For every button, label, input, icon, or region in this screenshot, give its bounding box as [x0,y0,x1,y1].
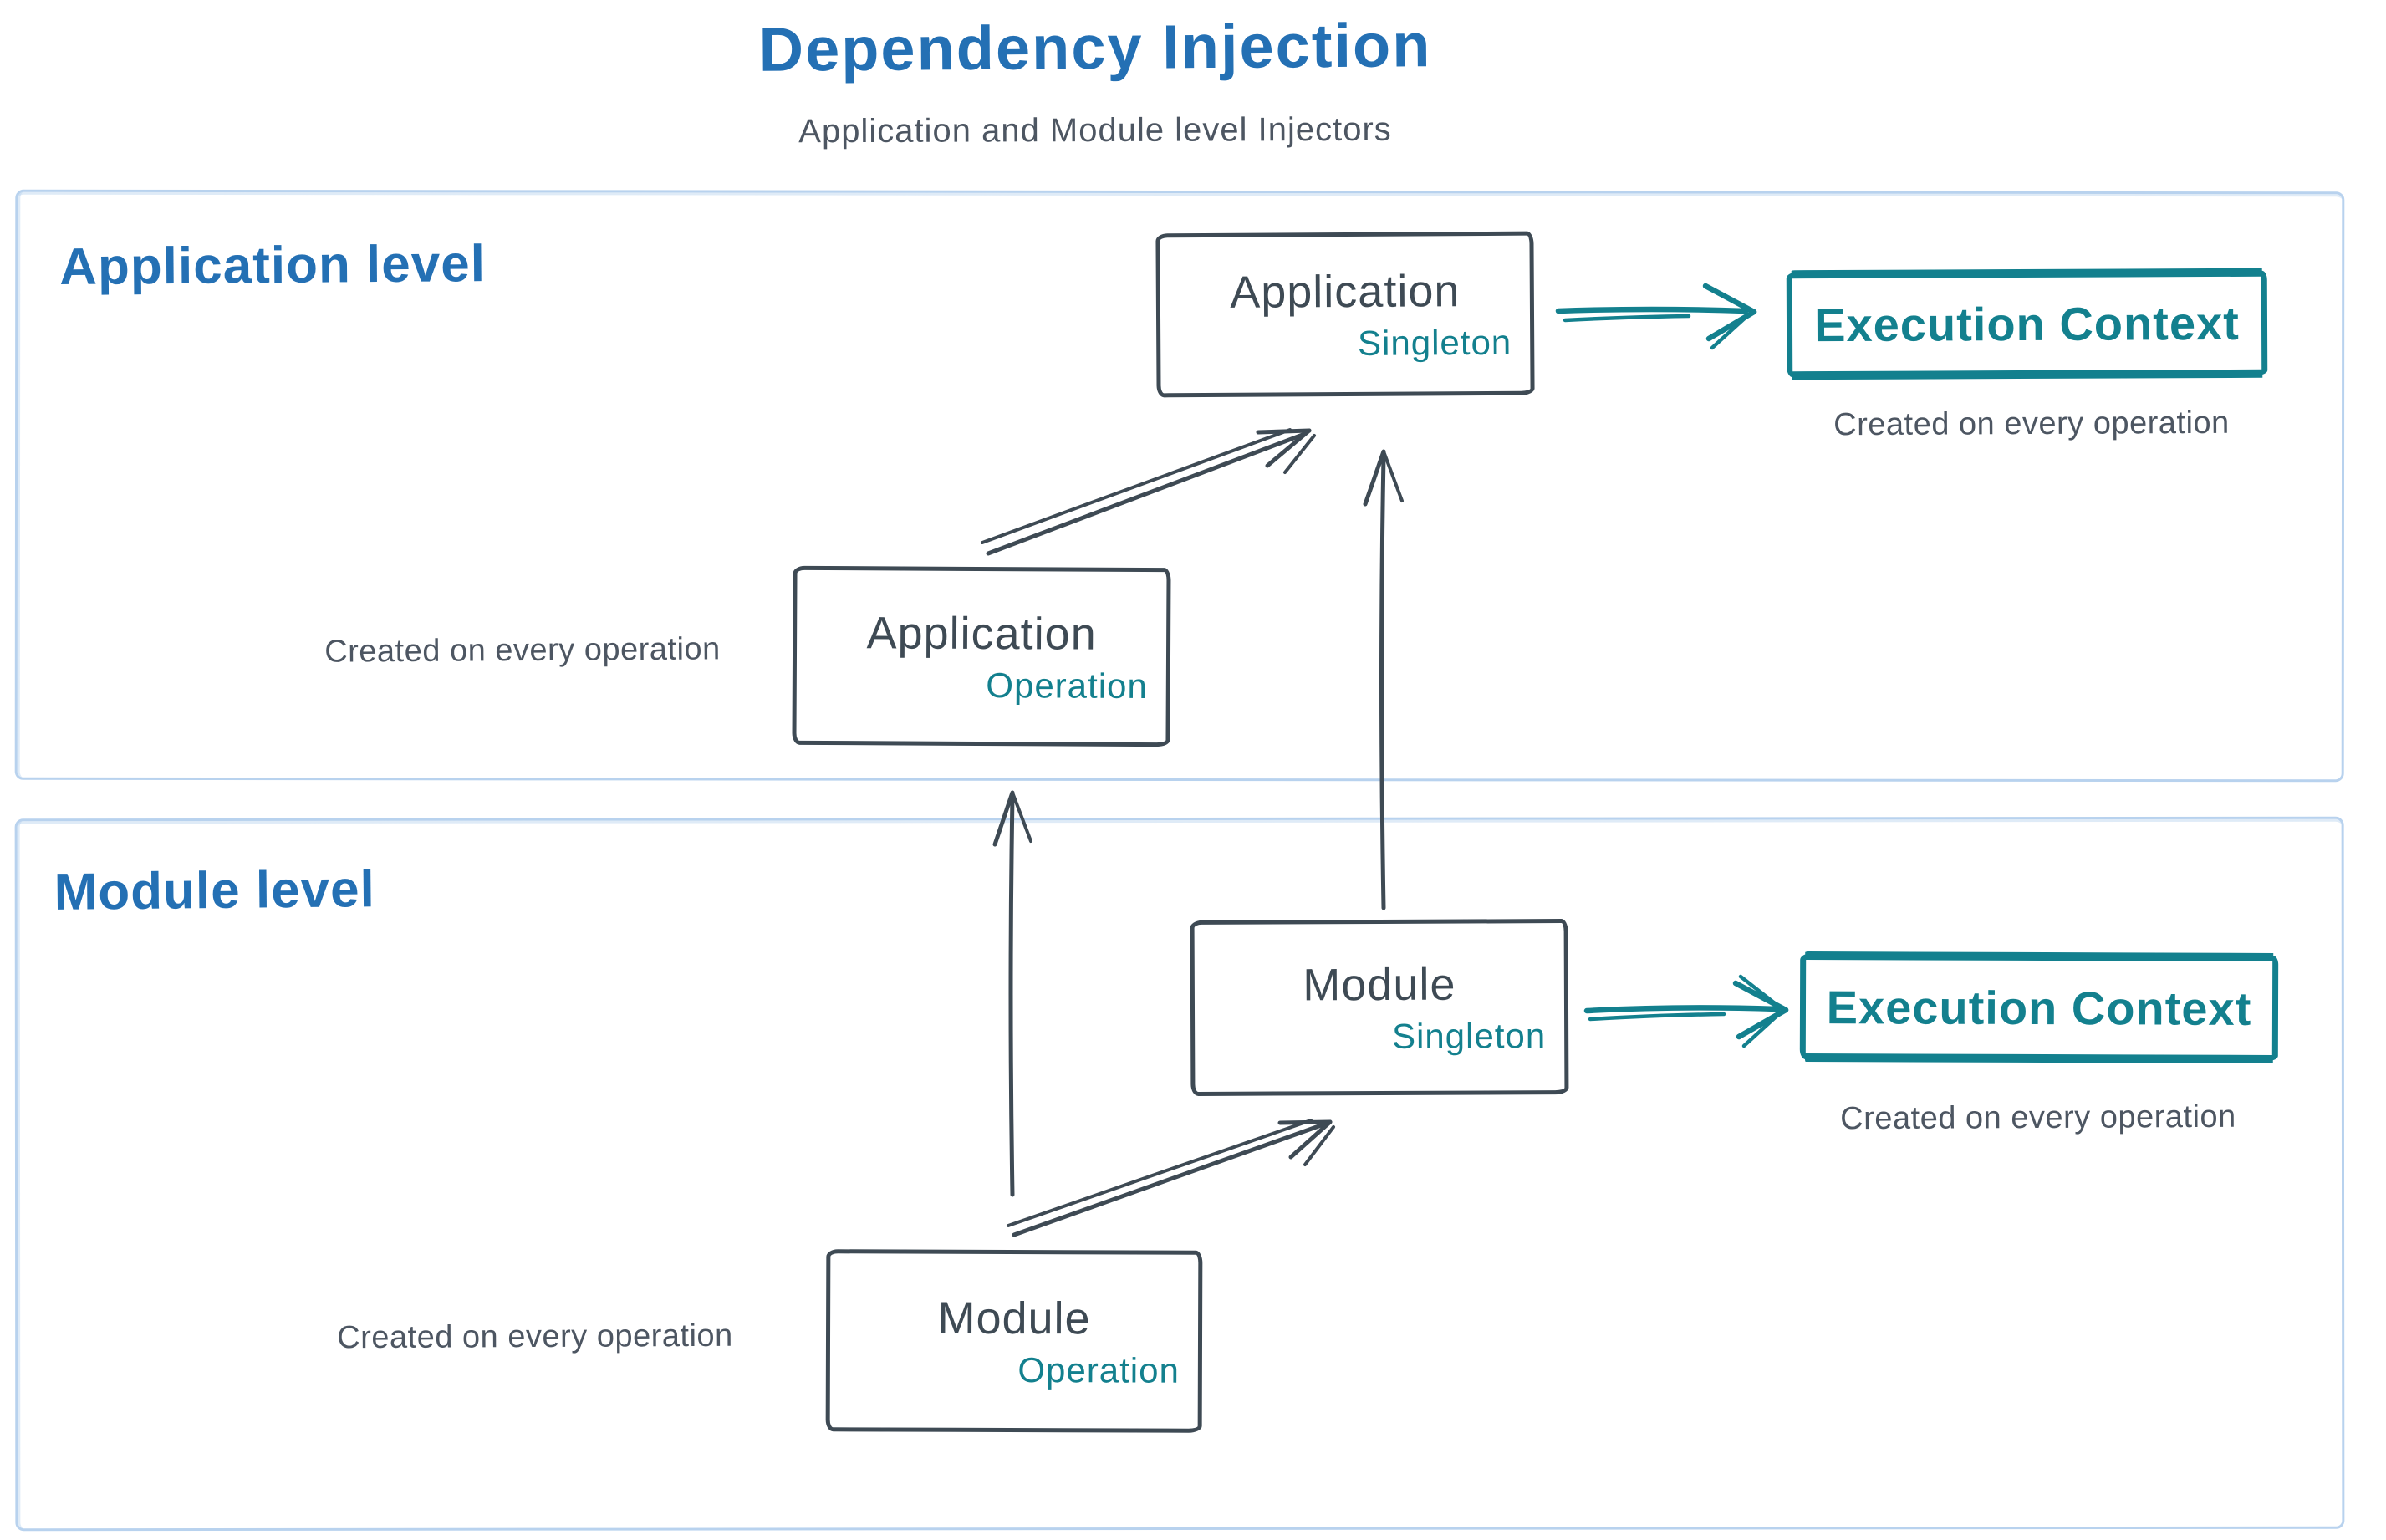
node-title: Application [1230,266,1461,319]
app-operation-caption: Created on every operation [324,631,721,670]
node-title: Module [1303,959,1456,1011]
application-level-label: Application level [59,235,487,297]
module-level-label: Module level [54,860,376,921]
page-subtitle: Application and Module level Injectors [798,110,1392,150]
module-execution-context-caption: Created on every operation [1840,1099,2236,1137]
page-title: Dependency Injection [758,10,1432,84]
node-scope-badge: Operation [986,665,1148,706]
module-execution-context-node: Execution Context [1799,954,2279,1061]
application-operation-node: Application Operation [792,565,1171,747]
application-execution-context-node: Execution Context [1786,270,2268,378]
node-title: Application [866,608,1097,660]
app-execution-context-caption: Created on every operation [1833,405,2230,443]
module-operation-caption: Created on every operation [337,1318,733,1356]
application-singleton-node: Application Singleton [1155,231,1535,398]
module-operation-node: Module Operation [825,1249,1203,1433]
node-scope-badge: Singleton [1391,1015,1547,1056]
node-scope-badge: Operation [1017,1349,1180,1390]
node-title: Execution Context [1814,296,2240,352]
module-singleton-node: Module Singleton [1190,919,1569,1096]
node-title: Module [937,1293,1091,1344]
node-scope-badge: Singleton [1357,322,1512,363]
node-title: Execution Context [1826,980,2252,1035]
